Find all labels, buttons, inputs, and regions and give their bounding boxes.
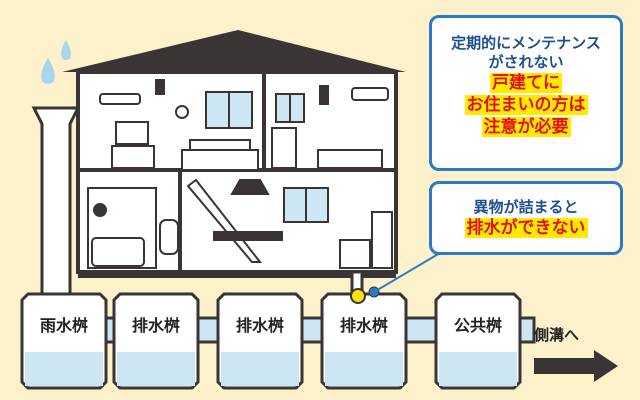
callout-top-warn3: 注意が必要 — [481, 117, 571, 137]
callout-blockage: 異物が詰まると 排水ができない — [429, 181, 623, 255]
upper-right-room — [271, 85, 389, 169]
basin-label-drain-3: 排水桝 — [339, 316, 388, 335]
callout-bottom-warn1: 排水ができない — [464, 218, 588, 238]
house-foundation — [78, 270, 396, 278]
callout-leader — [373, 249, 446, 293]
callout-top-line1: 定期的にメンテナンス — [451, 34, 601, 52]
gutter-label: 側溝へ — [534, 326, 580, 344]
basin-label-drain-1: 排水桝 — [131, 316, 180, 335]
basin-label-public: 公共桝 — [453, 316, 502, 335]
callout-top-line2: がされない — [488, 53, 564, 71]
callout-top-warn2: お住まいの方は — [464, 95, 588, 115]
rain-drops — [41, 40, 71, 84]
callout-maintenance: 定期的にメンテナンス がされない 戸建てに お住まいの方は 注意が必要 — [429, 15, 623, 171]
basin-label-rain: 雨水桝 — [39, 316, 88, 335]
callout-top-warn1: 戸建てに — [490, 73, 562, 93]
kitchen-and-stairs — [186, 178, 393, 269]
basin-label-drain-2: 排水桝 — [235, 316, 284, 335]
gutter-arrow-icon — [534, 350, 618, 382]
upper-left-room — [99, 79, 259, 171]
bathroom — [87, 187, 179, 269]
basins — [20, 292, 522, 390]
blockage-dot-yellow — [350, 288, 366, 304]
callout-bottom-line1: 異物が詰まると — [473, 198, 579, 216]
downspout — [31, 106, 81, 302]
house-roof — [62, 30, 406, 72]
